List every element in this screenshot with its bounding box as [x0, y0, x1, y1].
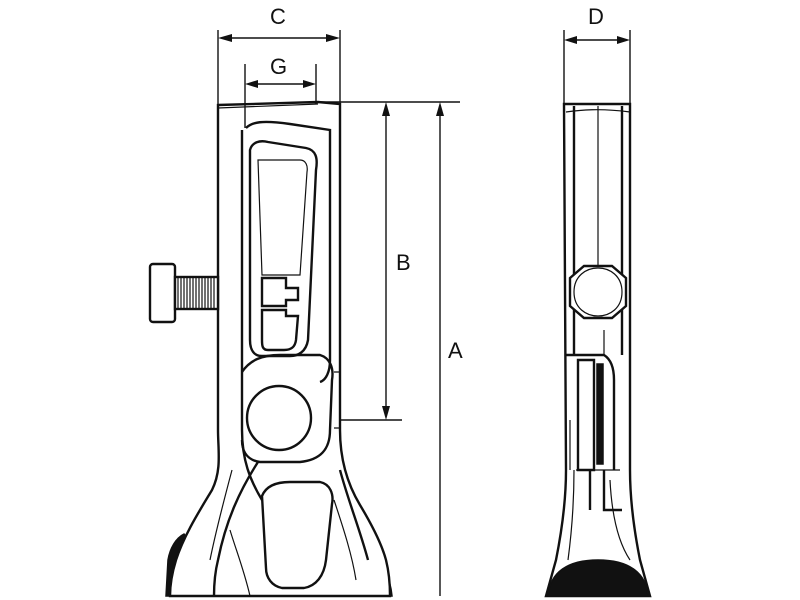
label-a: A [448, 338, 463, 363]
side-view [544, 102, 652, 598]
stem-line-center [229, 529, 251, 597]
side-slot-dark [596, 363, 604, 465]
inner-frame-left [240, 130, 264, 501]
dimension-g: G [244, 54, 317, 128]
side-knob [568, 264, 628, 320]
screw-thread [177, 277, 215, 309]
label-g: G [270, 54, 287, 79]
stem-line-left-inner [209, 469, 233, 561]
dimension-d: D [563, 4, 631, 104]
top-edge [217, 103, 319, 109]
inner-top-frame [245, 120, 332, 384]
stem-recess [260, 480, 334, 590]
side-tab [334, 371, 341, 429]
side-body-outline [544, 102, 652, 598]
label-d: D [588, 4, 604, 29]
ring-housing [240, 353, 334, 464]
window-outer [248, 140, 318, 358]
window-inner [257, 159, 308, 276]
jaw-insert-upper [260, 276, 300, 308]
dimension-a: A [436, 102, 463, 596]
dimension-c: C [217, 4, 341, 105]
dimension-b: B [320, 101, 460, 421]
label-b: B [396, 250, 411, 275]
jaw-insert-lower [260, 308, 300, 352]
side-rubber-foot [547, 559, 649, 597]
side-lower-lines [567, 420, 631, 561]
adjustment-ring [245, 384, 313, 452]
screw-head [148, 262, 177, 324]
side-top-band [565, 103, 631, 113]
stem-line-left [212, 461, 260, 597]
side-knob-round [573, 267, 623, 317]
side-neck [588, 470, 622, 512]
stem-line-right [338, 469, 370, 561]
label-c: C [270, 4, 286, 29]
front-view [148, 100, 393, 598]
side-lower-frame [566, 353, 616, 470]
stem-line-right-inner [333, 499, 357, 581]
